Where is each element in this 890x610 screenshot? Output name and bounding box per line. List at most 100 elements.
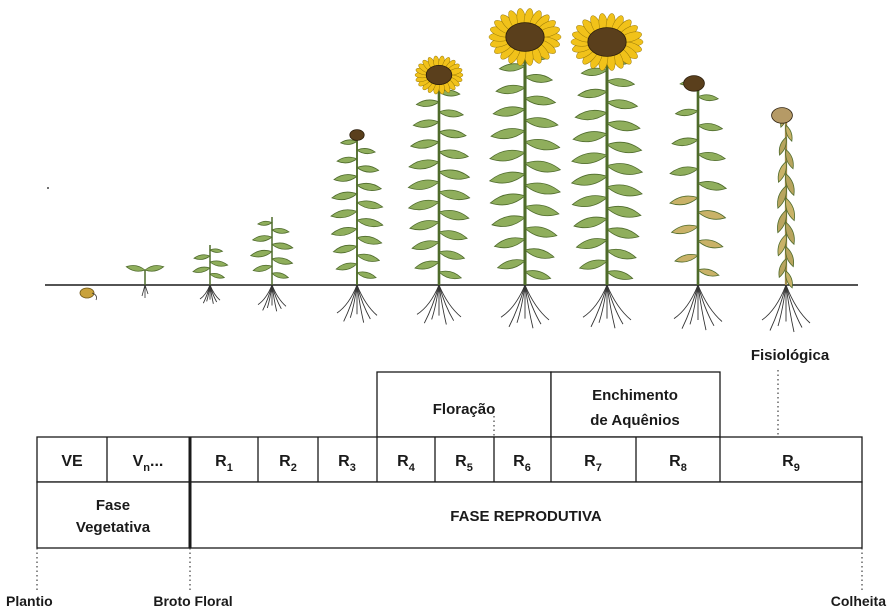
- leaf: [607, 164, 642, 175]
- leaf: [194, 255, 210, 260]
- leaf: [210, 273, 224, 278]
- leaf: [698, 269, 719, 276]
- root: [786, 285, 810, 323]
- root: [690, 285, 698, 324]
- leaf: [607, 271, 633, 280]
- seed: [80, 288, 94, 298]
- flower-head: [772, 108, 793, 124]
- root: [350, 285, 357, 318]
- plant-growth-illustration: [45, 8, 858, 332]
- colheita-label: Colheita: [831, 593, 886, 609]
- floracao-label: Floração: [433, 401, 496, 418]
- leaf: [607, 206, 641, 217]
- leaf: [412, 241, 439, 250]
- fase-vegetativa-label-1: Fase: [96, 497, 130, 514]
- leaf: [439, 170, 469, 179]
- flower-head: [684, 76, 705, 92]
- enchimento-label-1: Enchimento: [592, 387, 678, 404]
- leaf: [409, 160, 439, 169]
- leaf: [490, 150, 525, 161]
- leaf: [607, 249, 636, 259]
- leaf: [607, 121, 640, 131]
- leaf: [253, 265, 272, 271]
- leaf: [439, 130, 466, 138]
- seedling: [126, 265, 163, 298]
- plant: [489, 8, 561, 328]
- root: [525, 285, 549, 320]
- leaf: [357, 183, 381, 190]
- leaf: [126, 265, 145, 271]
- leaf: [357, 148, 375, 153]
- leaf: [332, 192, 357, 200]
- leaf: [357, 219, 383, 227]
- leaf: [492, 216, 525, 227]
- root: [439, 285, 446, 324]
- leaf: [193, 267, 210, 272]
- leaf: [494, 238, 525, 248]
- root: [432, 285, 439, 319]
- leaf: [672, 138, 698, 146]
- leaf: [408, 180, 439, 189]
- leaf: [439, 271, 461, 279]
- fase-vegetativa-label-2: Vegetativa: [76, 519, 151, 536]
- leaf: [607, 100, 637, 109]
- leaf: [413, 120, 439, 128]
- leaf: [572, 174, 607, 185]
- leaf: [357, 254, 379, 261]
- leaf: [525, 161, 560, 172]
- root: [517, 285, 525, 323]
- leaf: [272, 273, 288, 279]
- leaf: [698, 152, 725, 160]
- leaf: [698, 211, 725, 220]
- leaf: [357, 201, 383, 209]
- leaf: [251, 250, 272, 257]
- leaf: [670, 167, 698, 176]
- root: [786, 285, 794, 332]
- root: [337, 285, 357, 313]
- leaf: [498, 260, 525, 269]
- broto-floral-label: Broto Floral: [153, 593, 232, 609]
- leaf: [525, 183, 560, 194]
- leaf: [272, 258, 293, 265]
- leaf: [493, 107, 525, 116]
- leaf: [698, 95, 718, 101]
- leaf: [439, 110, 463, 117]
- fisiologica-label: Fisiológica: [751, 347, 830, 364]
- leaf: [675, 254, 698, 262]
- leaf: [698, 181, 726, 190]
- enchimento-label-2: de Aquênios: [590, 412, 679, 429]
- leaf: [575, 110, 607, 119]
- leaf: [574, 217, 607, 228]
- root: [583, 285, 607, 317]
- leaf: [496, 85, 525, 94]
- leaf: [409, 200, 439, 210]
- flower-head: [506, 23, 544, 52]
- plant: [408, 56, 469, 325]
- leaf: [576, 239, 607, 249]
- plants-group: [80, 8, 810, 332]
- plant: [670, 76, 726, 331]
- stage-table: Floração Enchimento de Aquênios Fisiológ…: [6, 347, 886, 609]
- leaf: [439, 251, 464, 260]
- plant: [331, 130, 383, 323]
- leaf: [337, 157, 357, 163]
- leaf: [525, 271, 551, 280]
- leaf: [490, 194, 525, 205]
- leaf: [334, 175, 357, 182]
- leaf: [439, 150, 468, 159]
- root: [674, 285, 698, 319]
- root: [698, 285, 722, 321]
- root: [599, 285, 607, 323]
- leaf: [491, 128, 525, 138]
- leaf: [490, 172, 525, 183]
- leaf: [210, 261, 228, 266]
- leaf: [525, 96, 555, 105]
- leaf: [607, 185, 642, 196]
- leaf: [698, 240, 723, 248]
- leaf: [670, 196, 698, 205]
- leaf: [416, 100, 439, 107]
- root: [272, 285, 286, 306]
- leaf: [572, 153, 607, 164]
- plant: [193, 245, 228, 304]
- leaf: [525, 249, 554, 259]
